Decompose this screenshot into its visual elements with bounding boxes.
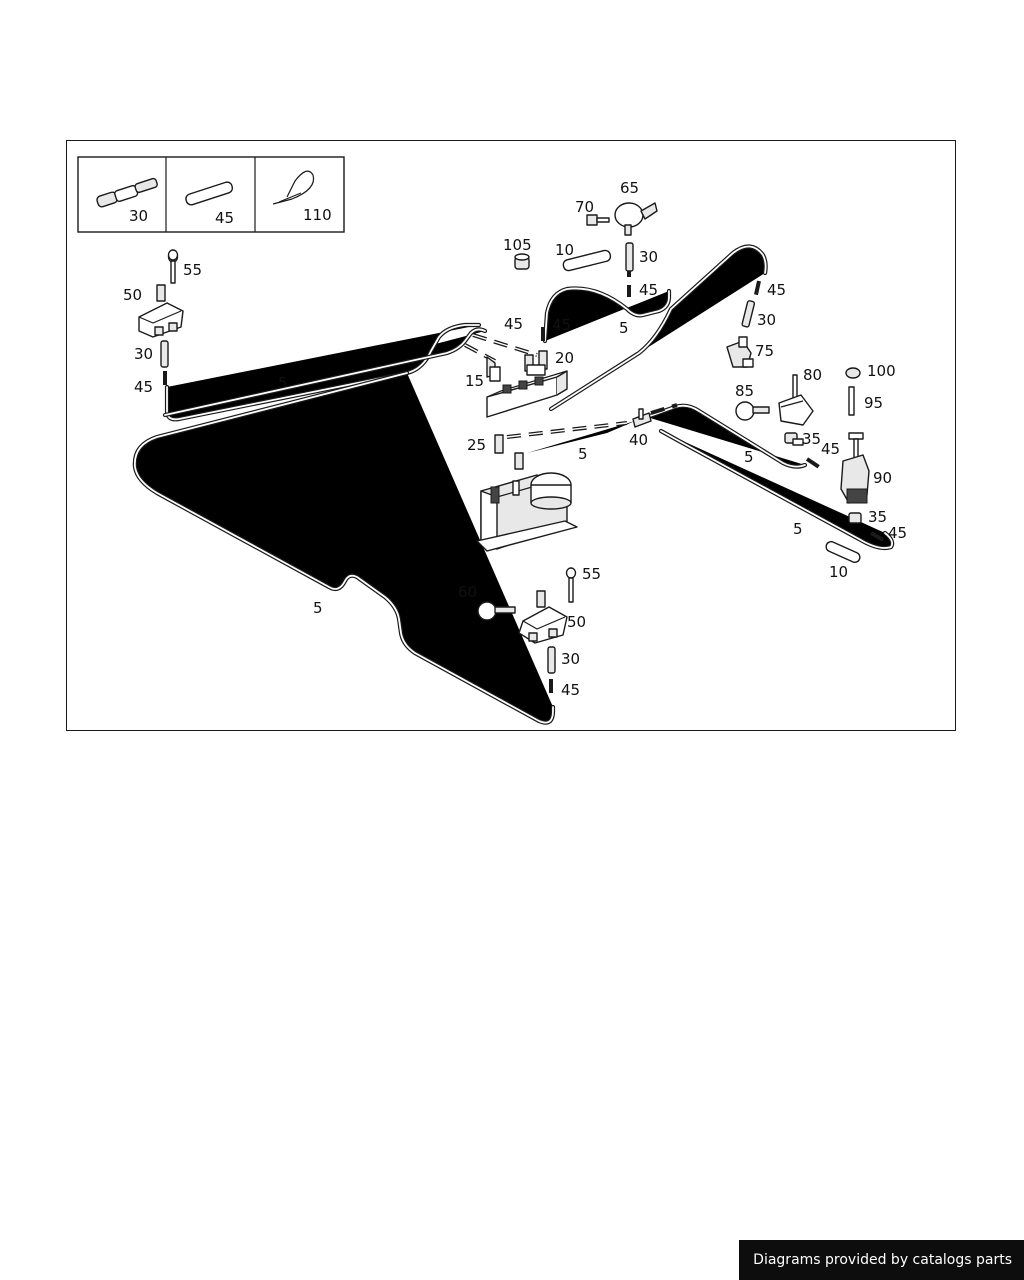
valve-80-icon [778, 374, 814, 426]
callout-45-top: 45 [639, 281, 658, 299]
valve-50-bottom-icon [518, 590, 568, 644]
ring-55-left-icon [167, 249, 179, 261]
legend-label-110: 110 [303, 206, 332, 224]
callout-45-bottom: 45 [561, 681, 580, 699]
connector-30-left-icon [160, 340, 169, 368]
callout-10-right: 10 [829, 563, 848, 581]
pin-95-icon [848, 386, 855, 416]
callout-35-upper: 35 [802, 430, 821, 448]
callout-55-left: 55 [183, 261, 202, 279]
callout-20: 20 [555, 349, 574, 367]
callout-95: 95 [864, 394, 883, 412]
callout-65: 65 [620, 179, 639, 197]
callout-45-right-mid: 45 [821, 440, 840, 458]
callout-45-left: 45 [134, 378, 153, 396]
manifold-icon [486, 370, 568, 418]
callout-35-lower: 35 [868, 508, 887, 526]
credit-banner: Diagrams provided by catalogs parts [739, 1240, 1024, 1280]
callout-5-top: 5 [619, 319, 629, 337]
callout-30-left: 30 [134, 345, 153, 363]
connector-30-top-icon [625, 242, 634, 272]
vacuum-pump-icon [476, 472, 578, 552]
callout-25: 25 [467, 436, 486, 454]
callout-5-upper-left: 5 [278, 374, 288, 392]
elbow-35-lower-icon [848, 512, 862, 524]
connector-30-right-icon [741, 300, 756, 328]
callout-50-bottom: 50 [567, 613, 586, 631]
fitting-15-icon [486, 356, 501, 382]
legend-hose-icon [185, 181, 234, 206]
valve-75-icon [726, 336, 754, 368]
legend-label-45: 45 [215, 209, 234, 227]
callout-105: 105 [503, 236, 532, 254]
callout-5-lower-right: 5 [793, 520, 803, 538]
legend-label-30: 30 [129, 207, 148, 225]
callout-85: 85 [735, 382, 754, 400]
cap-100-icon [845, 367, 861, 379]
callout-5-right: 5 [744, 448, 754, 466]
callout-60: 60 [458, 583, 477, 601]
callout-75: 75 [755, 342, 774, 360]
callout-55-bottom: 55 [582, 565, 601, 583]
callout-5-lower-left: 5 [313, 599, 323, 617]
callout-100: 100 [867, 362, 896, 380]
hose-10-top-icon [562, 249, 612, 272]
legend-connector-icon [96, 177, 158, 208]
callout-45-center: 45 [552, 316, 571, 334]
legend-box: 30 45 110 [77, 156, 345, 233]
parts-diagram: 30 45 110 [77, 156, 907, 732]
legend-clip-icon [272, 170, 315, 205]
connector-30-bottom-icon [547, 646, 556, 674]
ring-55-bottom-icon [565, 567, 577, 603]
callout-80: 80 [803, 366, 822, 384]
callout-45-right-top: 45 [767, 281, 786, 299]
vacuum-lines [134, 246, 893, 723]
callout-labels: 55 50 30 45 5 105 10 70 65 30 45 45 45 5… [123, 179, 907, 699]
parts-diagram-frame: 30 45 110 [66, 140, 956, 731]
valve-50-left-icon [138, 251, 184, 338]
callout-5-center: 5 [578, 445, 588, 463]
fitting-25-icon [494, 434, 524, 470]
fitting-20-icon [524, 350, 548, 376]
callout-70: 70 [575, 198, 594, 216]
callout-10-top: 10 [555, 241, 574, 259]
bolt-60-icon [477, 601, 516, 621]
callout-30-right: 30 [757, 311, 776, 329]
actuator-90-icon [840, 432, 870, 504]
callout-45-center-left: 45 [504, 315, 523, 333]
callout-15: 15 [465, 372, 484, 390]
callout-30-top: 30 [639, 248, 658, 266]
callout-30-bottom: 30 [561, 650, 580, 668]
junction-40-icon [632, 408, 652, 428]
bolt-85-icon [735, 401, 770, 421]
bolt-70-icon [586, 214, 610, 226]
grommet-105-icon [514, 253, 530, 270]
elbow-35-upper-icon [784, 432, 804, 446]
callout-90: 90 [873, 469, 892, 487]
vacuum-unit-65-icon [614, 202, 658, 236]
hose-10-right-icon [825, 541, 861, 563]
callout-50-left: 50 [123, 286, 142, 304]
callout-40: 40 [629, 431, 648, 449]
callout-45-right-low: 45 [888, 524, 907, 542]
